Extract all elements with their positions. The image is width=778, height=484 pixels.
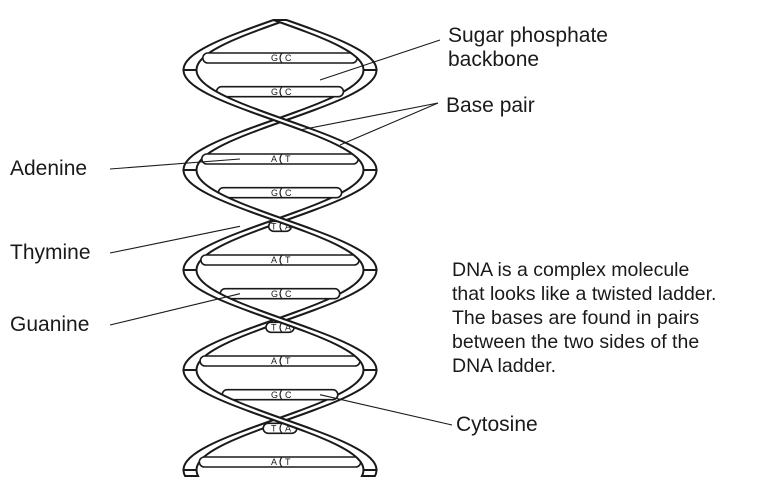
- base-letter-right: C: [285, 53, 292, 63]
- backbone-label-line2: backbone: [448, 48, 539, 71]
- base-letter-right: C: [285, 188, 292, 198]
- cytosine-label: Cytosine: [456, 413, 538, 437]
- label-leader-line: [320, 395, 452, 425]
- base-letter-left: T: [271, 424, 277, 434]
- base-letter-right: T: [285, 356, 291, 366]
- caption-line: DNA is a complex molecule: [452, 258, 772, 282]
- base-letter-left: G: [271, 188, 278, 198]
- dna-caption: DNA is a complex molecule that looks lik…: [452, 258, 772, 378]
- base-letter-right: C: [285, 289, 292, 299]
- base-letter-left: G: [271, 87, 278, 97]
- base-letter-left: G: [271, 390, 278, 400]
- caption-line: between the two sides of the: [452, 330, 772, 354]
- base-letter-right: T: [285, 457, 291, 467]
- caption-line: that looks like a twisted ladder.: [452, 282, 772, 306]
- caption-line: DNA ladder.: [452, 354, 772, 378]
- guanine-label: Guanine: [10, 313, 89, 337]
- label-leader-line: [340, 103, 438, 145]
- base-letter-right: T: [285, 255, 291, 265]
- base-letter-left: G: [271, 53, 278, 63]
- base-letter-right: C: [285, 390, 292, 400]
- leader-lines: [110, 40, 452, 425]
- base-letter-left: A: [271, 255, 277, 265]
- base-letter-left: A: [271, 154, 277, 164]
- label-leader-line: [110, 294, 240, 325]
- backbone-segment: [184, 470, 199, 476]
- backbone-segment: [184, 370, 377, 470]
- caption-line: The bases are found in pairs: [452, 306, 772, 330]
- base-letter-left: A: [271, 356, 277, 366]
- base-letter-left: T: [271, 323, 277, 333]
- base-letter-left: T: [271, 222, 277, 232]
- thymine-label: Thymine: [10, 241, 91, 265]
- backbone-segment: [184, 270, 377, 370]
- base-pair-label: Base pair: [446, 94, 535, 118]
- backbone-label: Sugar phosphate backbone: [448, 24, 608, 72]
- adenine-label: Adenine: [10, 157, 87, 181]
- backbone-label-line1: Sugar phosphate: [448, 24, 608, 47]
- base-letter-left: A: [271, 457, 277, 467]
- base-letter-right: T: [285, 154, 291, 164]
- base-letter-left: G: [271, 289, 278, 299]
- base-letter-right: C: [285, 87, 292, 97]
